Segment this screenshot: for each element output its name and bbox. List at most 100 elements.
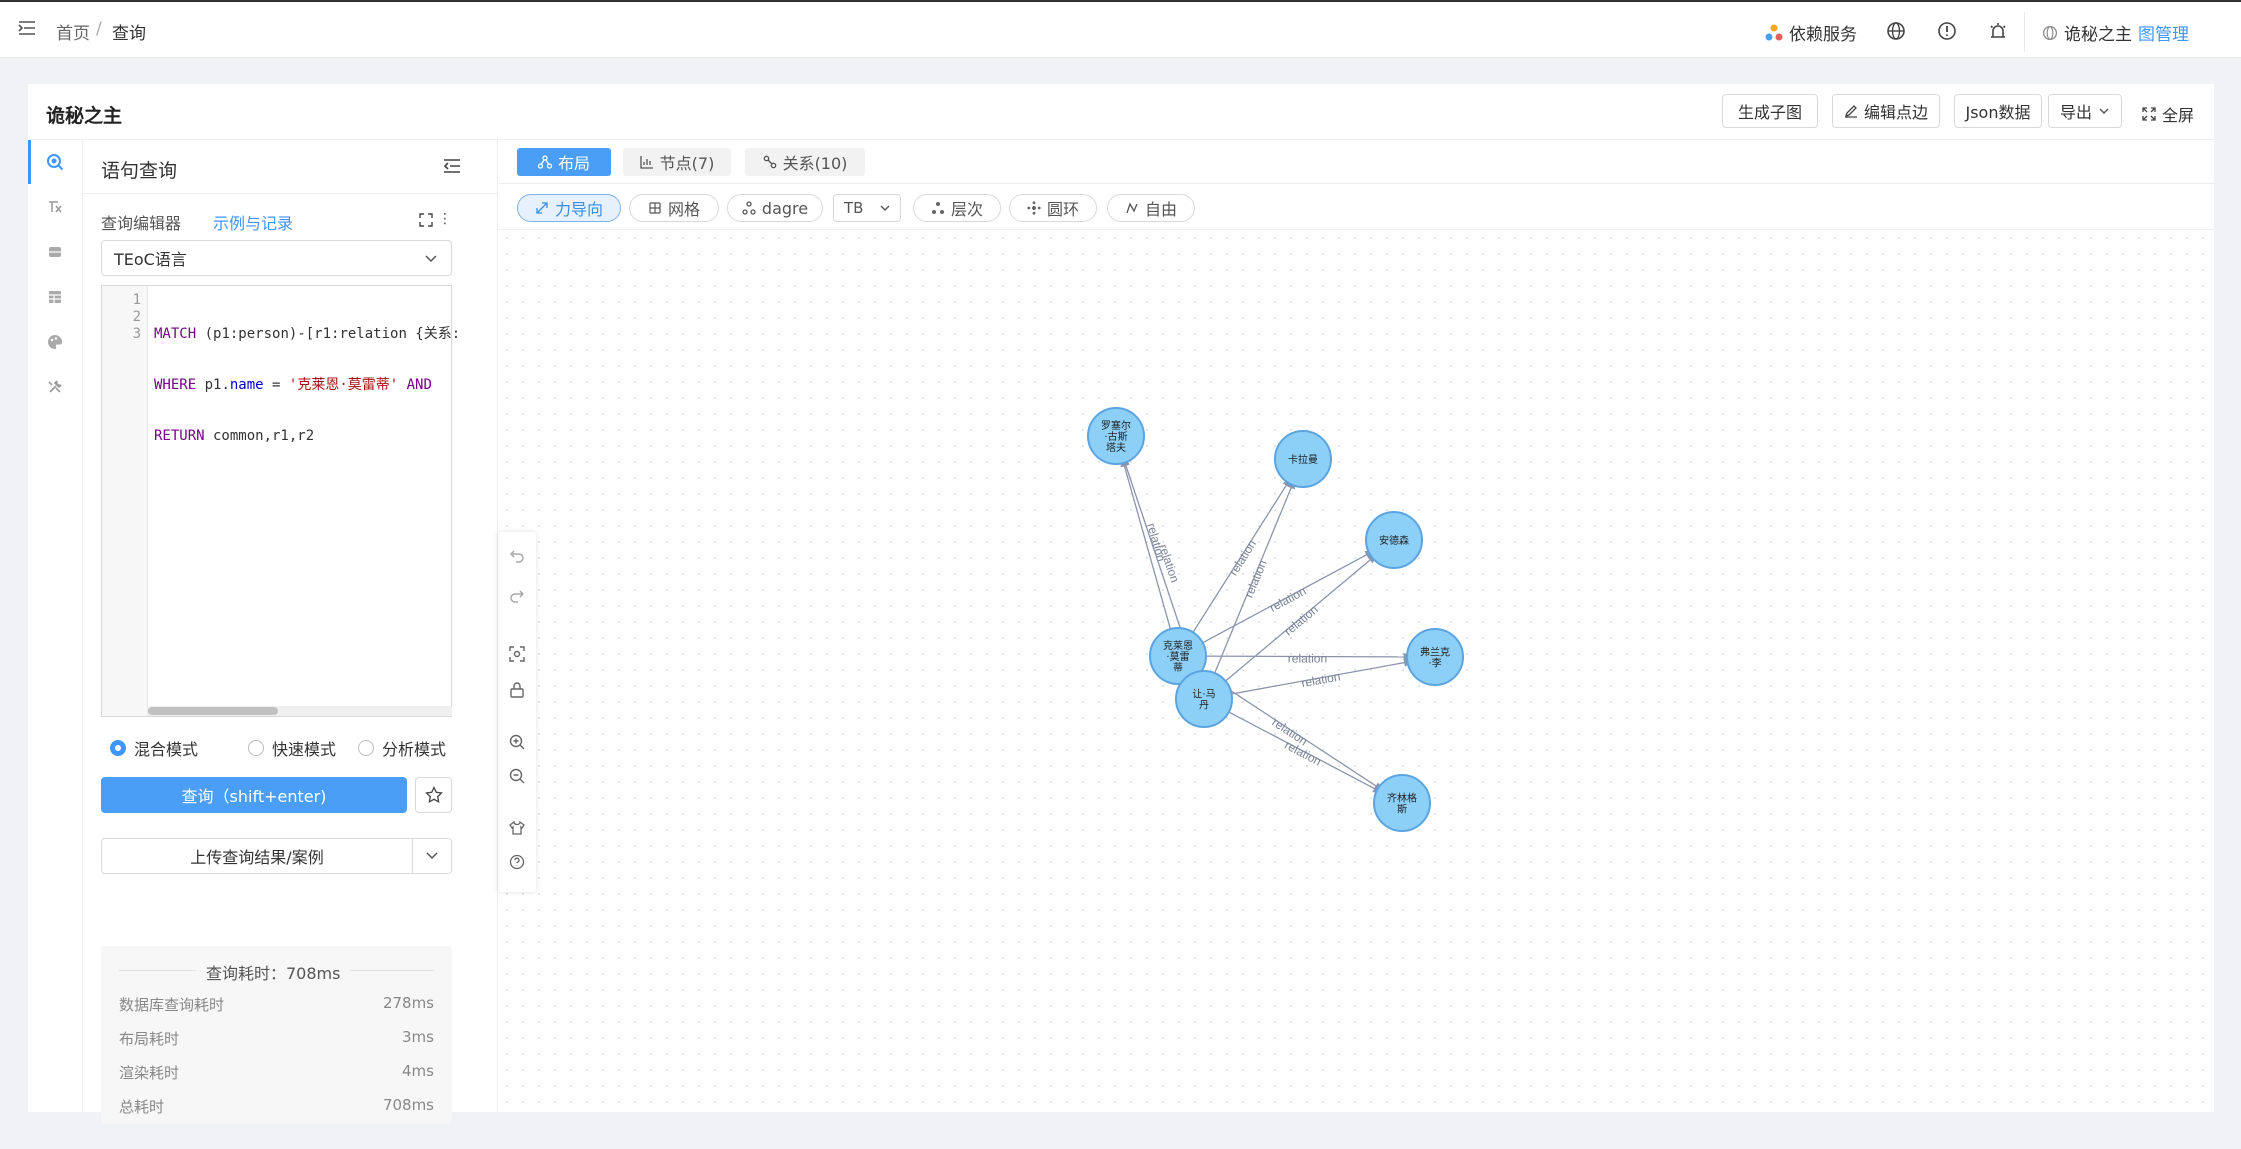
graph-manage-link[interactable]: 图管理 [2138,25,2189,45]
node-label: ·莫雷 [1166,651,1189,663]
tab-label: 布局 [557,154,590,173]
rail-active-indicator [28,140,31,184]
mode-label: 混合模式 [134,740,199,759]
code-keyword: MATCH [154,326,197,342]
query-search-icon[interactable] [44,151,66,173]
table-icon[interactable] [44,286,66,308]
deps-service-button[interactable]: 依赖服务 [1765,20,1857,45]
tab-relations[interactable]: 关系(10) [745,148,865,176]
graph-edge[interactable] [1212,478,1296,678]
algorithm-icon[interactable] [44,196,66,218]
query-button[interactable]: 查询（shift+enter) [101,777,407,813]
tab-layout[interactable]: 布局 [517,148,611,176]
collapse-panel-icon[interactable] [443,158,461,178]
code-line-1: MATCH (p1:person)-[r1:relation {关系: [154,326,460,343]
undo-icon[interactable] [507,546,527,566]
canvas-toolbar [498,532,536,892]
graph-edge[interactable] [1221,553,1378,685]
database-icon[interactable] [44,241,66,263]
graph-edge[interactable] [1198,549,1376,646]
layout-free-button[interactable]: 自由 [1107,194,1195,222]
dagre-icon [742,201,756,215]
topbar-divider [2024,12,2025,52]
tools-icon[interactable] [44,376,66,398]
grid-icon [649,202,661,214]
layout-hierarchy-button[interactable]: 层次 [913,194,1001,222]
main-card: 诡秘之主 生成子图 编辑点边 Json数据 导出 全屏 [28,84,2214,1124]
radio-icon [358,740,374,756]
fit-view-icon[interactable] [507,644,527,664]
line-number: 1 [132,292,141,308]
lock-layout-icon[interactable] [507,680,527,700]
language-select[interactable]: TEoC语言 [101,240,452,276]
graph-node[interactable] [1365,511,1423,569]
space-name: 诡秘之主 [2064,25,2132,45]
redo-icon[interactable] [507,586,527,606]
editor-scrollbar[interactable] [148,706,452,716]
layout-force-button[interactable]: 力导向 [517,194,621,222]
fullscreen-button[interactable]: 全屏 [2142,102,2194,126]
direction-select[interactable]: TB [833,194,901,222]
export-dropdown[interactable]: 导出 [2048,94,2122,128]
code-editor[interactable]: 1 2 3 MATCH (p1:person)-[r1:relation {关系… [101,285,460,717]
layout-label: 力导向 [554,200,603,219]
graph-edge[interactable] [1201,652,1415,662]
scrollbar-thumb[interactable] [148,707,278,715]
layout-label: 自由 [1144,200,1177,219]
graph-node[interactable] [1149,627,1207,685]
stats-value: 708ms [382,1096,434,1114]
alarm-icon[interactable] [1988,21,2008,41]
favorite-button[interactable] [415,777,452,813]
more-options-icon[interactable]: ⋮ [438,211,452,227]
mode-option-mixed[interactable]: 混合模式 [110,736,198,760]
graph-node[interactable] [1175,670,1233,728]
graph-node[interactable] [1406,628,1464,686]
mode-option-analysis[interactable]: 分析模式 [358,736,446,760]
direction-value: TB [844,199,864,217]
graph-edge[interactable] [1190,476,1292,637]
code-keyword: WHERE [154,377,197,393]
upload-results-button[interactable]: 上传查询结果/案例 [101,838,452,874]
stats-label: 数据库查询耗时 [119,996,225,1014]
edit-nodes-edges-button[interactable]: 编辑点边 [1832,94,1940,128]
layout-circle-button[interactable]: 圆环 [1009,194,1097,222]
json-data-button[interactable]: Json数据 [1954,94,2042,128]
graph-edge[interactable] [1227,658,1415,696]
info-icon[interactable] [1937,21,1957,41]
deps-service-label: 依赖服务 [1789,25,1857,45]
mode-option-fast[interactable]: 快速模式 [248,736,336,760]
breadcrumb-home[interactable]: 首页 [56,24,90,44]
edge-label: relation [1156,542,1182,584]
query-panel: 语句查询 查询编辑器 示例与记录 ⋮ TEoC语言 1 2 3 MATCH (p… [83,140,498,1124]
help-icon[interactable] [507,852,527,872]
graph-edge[interactable] [1224,709,1384,794]
upload-results-label: 上传查询结果/案例 [190,848,324,867]
tab-nodes[interactable]: 节点(7) [623,148,731,176]
expand-editor-icon[interactable] [419,212,433,231]
style-icon[interactable] [507,818,527,838]
language-icon[interactable] [1886,21,1906,41]
zoom-in-icon[interactable] [507,732,527,752]
code-content[interactable]: MATCH (p1:person)-[r1:relation {关系: WHER… [154,292,460,479]
generate-subgraph-button[interactable]: 生成子图 [1722,94,1818,128]
graph-node[interactable] [1373,774,1431,832]
palette-icon[interactable] [44,331,66,353]
layout-grid-button[interactable]: 网格 [629,194,719,222]
menu-toggle-icon[interactable] [18,20,38,38]
graph-node[interactable] [1274,430,1332,488]
code-property: name [229,377,264,393]
stats-value: 278ms [382,994,434,1012]
layout-dagre-button[interactable]: dagre [727,194,823,222]
edge-label: relation [1288,651,1327,665]
page-title: 诡秘之主 [46,105,123,127]
examples-link[interactable]: 示例与记录 [213,214,294,233]
space-selector[interactable]: 诡秘之主 图管理 [2042,20,2189,45]
graph-edge[interactable] [1120,456,1173,634]
zoom-out-icon[interactable] [507,766,527,786]
node-label: 斯 [1397,803,1407,816]
graph-node[interactable] [1087,407,1145,465]
